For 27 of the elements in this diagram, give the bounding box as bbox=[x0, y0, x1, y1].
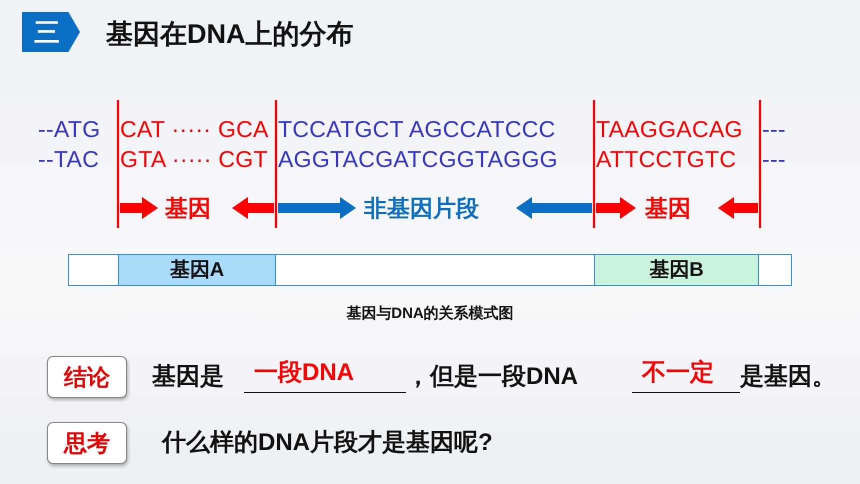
gene-segment: 基因A bbox=[118, 255, 276, 285]
tag-box: 结论 bbox=[47, 356, 127, 398]
title: 基因在DNA上的分布 bbox=[106, 18, 354, 51]
sentence-text: ，但是一段DNA bbox=[406, 362, 578, 392]
region-label: 非基因片段 bbox=[364, 194, 479, 223]
answer-text: 一段DNA bbox=[244, 356, 406, 393]
region-label: 基因 bbox=[645, 194, 691, 223]
sequence-text: TAAGGACAG bbox=[596, 116, 743, 143]
tag-box: 思考 bbox=[47, 422, 127, 464]
sequence-text: GTA ····· CGT bbox=[120, 146, 268, 173]
answer-text: 不一定 bbox=[632, 356, 740, 393]
sentence-text: 是基因。 bbox=[740, 362, 836, 392]
region-label: 基因 bbox=[165, 194, 211, 223]
sequence-text: ATTCCTGTC bbox=[596, 146, 736, 173]
sentence-text: 基因是 bbox=[152, 362, 224, 392]
section-badge: 三 bbox=[22, 12, 80, 52]
question-text: 什么样的DNA片段才是基因呢? bbox=[162, 428, 493, 458]
gene-segment: 基因B bbox=[594, 255, 759, 285]
sequence-text: TCCATGCT AGCCATCCC bbox=[278, 116, 556, 143]
dna-strip bbox=[68, 254, 792, 286]
sequence-text: CAT ····· GCA bbox=[120, 116, 269, 143]
sequence-text: --TAC bbox=[38, 146, 100, 173]
sequence-text: AGGTACGATCGGTAGGG bbox=[278, 146, 558, 173]
sequence-text: --ATG bbox=[38, 116, 100, 143]
sequence-text: --- bbox=[762, 116, 786, 143]
sequence-text: --- bbox=[762, 146, 786, 173]
caption: 基因与DNA的关系模式图 bbox=[345, 304, 515, 323]
